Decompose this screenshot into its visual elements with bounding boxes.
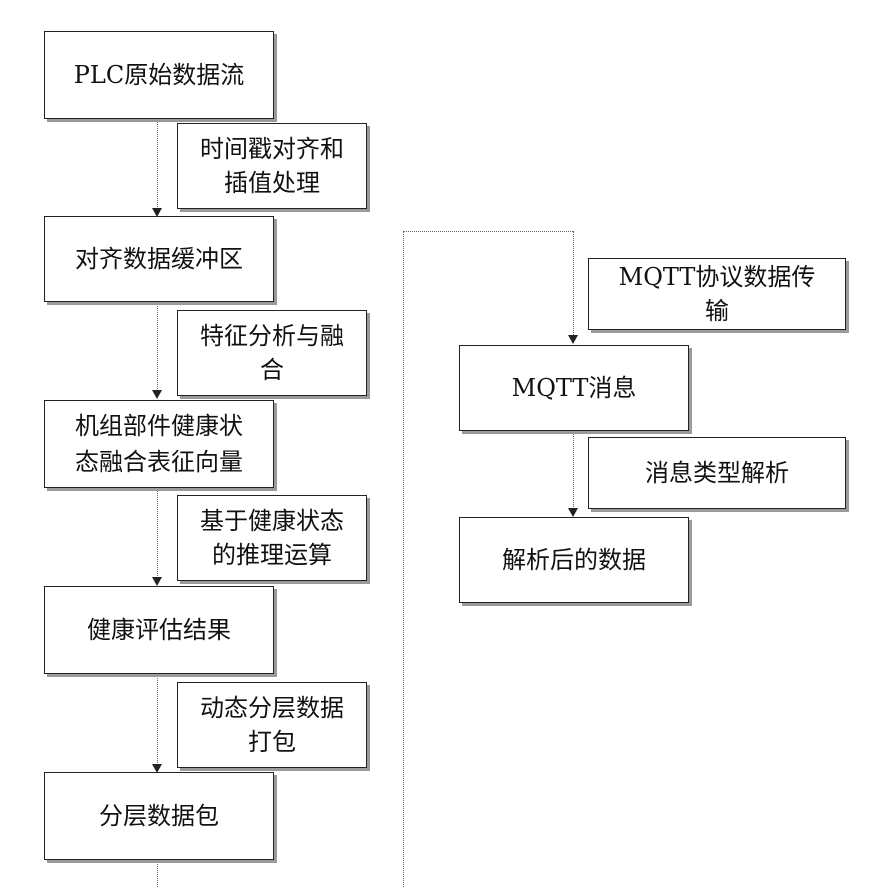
arrow-head <box>568 335 578 344</box>
edge-label-reasoning: 基于健康状态 的推理运算 <box>177 495 367 581</box>
edge-label-line-2: 合 <box>260 353 284 387</box>
edge-label-line-1: 基于健康状态 <box>200 504 344 538</box>
connector-line <box>403 231 404 887</box>
edge-label-packing: 动态分层数据 打包 <box>177 682 367 768</box>
node-label-line-2: 态融合表征向量 <box>75 444 243 480</box>
connector-line <box>573 231 574 337</box>
edge-label-line-1: MQTT协议数据传 <box>619 260 816 294</box>
connector-line <box>157 860 158 887</box>
node-label: 对齐数据缓冲区 <box>75 241 243 277</box>
node-label-line-1: 机组部件健康状 <box>75 408 243 444</box>
node-layered-packet: 分层数据包 <box>44 772 274 860</box>
edge-label-line-1: 动态分层数据 <box>200 691 344 725</box>
edge-label-text: 消息类型解析 <box>645 456 789 490</box>
edge-label-fusion: 特征分析与融 合 <box>177 310 367 396</box>
node-aligned-buffer: 对齐数据缓冲区 <box>44 216 274 302</box>
arrow-head <box>568 508 578 517</box>
node-health-result: 健康评估结果 <box>44 586 274 674</box>
connector-line <box>157 119 158 211</box>
connector-line <box>157 487 158 580</box>
edge-label-line-2: 打包 <box>248 725 296 759</box>
edge-label-line-2: 输 <box>705 294 729 328</box>
node-label: MQTT消息 <box>512 370 637 406</box>
node-plc-raw-stream: PLC原始数据流 <box>44 31 274 119</box>
edge-label-mqtt-transport: MQTT协议数据传 输 <box>588 258 846 330</box>
edge-label-line-1: 特征分析与融 <box>200 319 344 353</box>
arrow-head <box>152 390 162 399</box>
node-parsed-data: 解析后的数据 <box>459 517 689 603</box>
edge-label-line-2: 插值处理 <box>224 166 320 200</box>
connector-line <box>157 674 158 767</box>
node-mqtt-message: MQTT消息 <box>459 345 689 431</box>
arrow-head <box>152 577 162 586</box>
node-label: PLC原始数据流 <box>74 57 244 93</box>
node-label: 解析后的数据 <box>502 542 646 578</box>
node-health-vector: 机组部件健康状 态融合表征向量 <box>44 400 274 488</box>
edge-label-line-1: 时间戳对齐和 <box>200 132 344 166</box>
connector-line <box>573 431 574 511</box>
edge-label-align: 时间戳对齐和 插值处理 <box>177 123 367 209</box>
edge-label-line-2: 的推理运算 <box>212 538 332 572</box>
edge-label-parse: 消息类型解析 <box>588 437 846 509</box>
connector-line <box>403 231 573 232</box>
node-label: 分层数据包 <box>99 798 219 834</box>
connector-line <box>157 301 158 393</box>
node-label: 健康评估结果 <box>87 612 231 648</box>
